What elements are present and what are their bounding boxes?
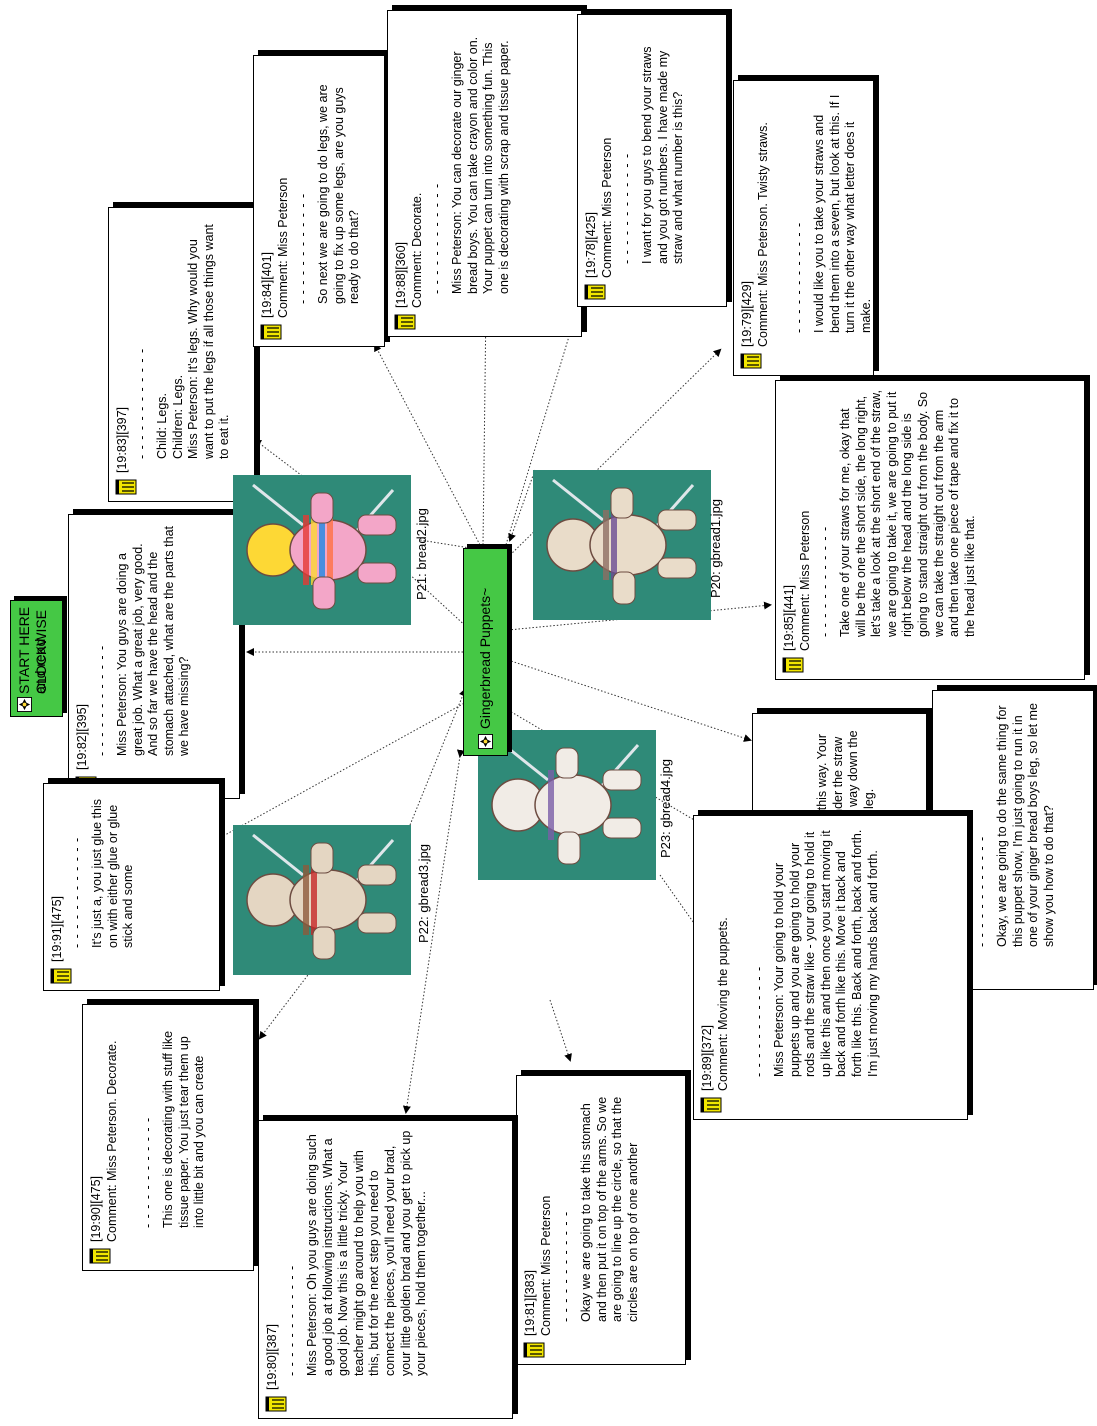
note-card-82: [19:82][395] - - - - - - - - - - - - Miss … [68,514,240,799]
note-body-text: Take one of your straws for me, okay tha… [838,390,977,637]
note-comment-label: Comment: Miss Peterson. Decorate. [105,1040,119,1242]
note-icon[interactable] [50,968,72,984]
note-comment-label: Comment: Miss Peterson. Twisty straws. [756,122,770,347]
note-card-88: [19:88][360]Comment: Decorate. - - - - - … [387,10,582,337]
note-separator: - - - - - - - - - - - - [430,182,444,294]
note-icon[interactable] [740,353,762,369]
note-timestamp: [19:79][429] [740,280,754,347]
note-card-80: [19:80][387] - - - - - - - - - - - - Miss … [258,1120,513,1419]
connector-line [402,749,465,1114]
map-node-icon [17,697,32,712]
note-timestamp: [19:89][372] [700,1024,714,1091]
note-separator: - - - - - - - - - - - - [792,221,806,333]
photo-caption: P23: gbread4.jpg [658,758,673,858]
photo-caption: P21: bread2.jpg [414,508,429,600]
note-separator: - - - - - - - - - - - - [620,152,634,264]
note-icon[interactable] [700,1097,722,1113]
note-separator: - - - - - - - - - - - - [285,1264,299,1376]
connector-line [374,343,487,553]
note-timestamp: [19:84][401] [260,251,274,318]
note-icon[interactable] [584,284,606,300]
note-separator: - - - - - - - - - - - - [95,644,109,756]
note-icon[interactable] [394,314,416,330]
connector-line [253,438,306,479]
central-topic-label: Gingerbread Puppets~ [477,587,493,729]
connector-line [501,654,752,742]
note-separator: - - - - - - - - - - - - [70,836,84,948]
note-comment-label: Comment: Decorate. [410,192,424,308]
connector-line [409,688,467,826]
note-card-91: [19:91][475] - - - - - - - - - - - - It's … [43,783,220,991]
note-body-text: Child: Legs. Children: Legs. Miss Peters… [155,224,232,459]
note-separator: - - - - - - - - - - - - [141,1116,155,1228]
note-timestamp: [19:83][397] [115,406,129,473]
map-node-icon [478,734,493,749]
note-body-text: Miss Peterson: You guys are doing a grea… [115,526,192,756]
note-body-text: Miss Peterson: Oh you guys are doing suc… [305,1130,429,1376]
note-body-text: It's just a, you just glue this on with … [90,799,136,948]
note-timestamp: [19:81][383] [523,1269,537,1336]
note-timestamp: [19:91][475] [50,895,64,962]
note-card-84: [19:84][401]Comment: Miss Peterson - - - … [253,55,385,347]
photo-caption: P22: gbread3.jpg [416,843,431,943]
note-separator: - - - - - - - - - - - - [752,965,766,1077]
connector-line [508,469,536,542]
connector-line [549,999,572,1062]
note-body-text: Miss Peterson: Your going to hold your p… [772,829,880,1077]
note-card-81: [19:81][383]Comment: Miss Peterson - - - … [516,1075,686,1365]
note-body-text: Okay, we are going to do the same thing … [995,703,1056,947]
note-comment-label: Comment: Miss Peterson [276,177,290,318]
note-body-text: I want for you guys to bend your straws … [640,46,686,264]
puppet-photo-bread2[interactable] [233,475,411,625]
note-icon[interactable] [89,1248,111,1264]
note-body-text: Miss Peterson: You can decorate our ging… [450,36,511,294]
note-card-90: [19:90][475]Comment: Miss Peterson. Deco… [82,1004,254,1271]
note-body-text: This one is decorating with stuff like t… [161,1030,207,1228]
note-icon[interactable] [260,324,282,340]
note-icon[interactable] [782,657,804,673]
start-label-line2: CLOCKWISE [33,609,49,694]
note-timestamp: [19:80][387] [265,1323,279,1390]
note-card-85: [19:85][441]Comment: Miss Peterson - - - … [775,380,1085,680]
note-card-89: [19:89][372]Comment: Moving the puppets.… [693,815,968,1120]
note-icon[interactable] [265,1396,287,1412]
note-card-83: [19:83][397] - - - - - - - - - - - - Child… [108,207,255,502]
note-separator: - - - - - - - - - - - - [975,835,989,947]
note-icon[interactable] [523,1342,545,1358]
note-body-text: I would like you to take your straws and… [812,94,873,333]
note-comment-label: Comment: Miss Peterson [539,1195,553,1336]
note-card-79: [19:79][429]Comment: Miss Peterson. Twis… [733,80,874,376]
connector-line [419,539,471,549]
note-separator: - - - - - - - - - - - - [296,192,310,304]
note-separator: - - - - - - - - - - - - [559,1210,573,1322]
note-comment-label: Comment: Miss Peterson [600,137,614,278]
note-separator: - - - - - - - - - - - - [135,347,149,459]
central-topic-node[interactable]: Gingerbread Puppets~ [463,548,508,756]
puppet-photo-gbread3[interactable] [233,825,411,975]
note-comment-label: Comment: Miss Peterson [798,510,812,651]
note-timestamp: [19:78][425] [584,211,598,278]
note-timestamp: [19:85][441] [782,584,796,651]
note-icon[interactable] [115,479,137,495]
note-comment-label: Comment: Moving the puppets. [716,917,730,1091]
note-timestamp: [19:82][395] [75,703,89,770]
note-timestamp: [19:90][475] [89,1175,103,1242]
note-timestamp: [19:88][360] [394,241,408,308]
note-separator: - - - - - - - - - - - - [818,525,832,637]
note-body-text: So next we are going to do legs, we are … [316,84,362,304]
connector-line [478,301,490,552]
note-body-text: Okay we are going to take this stomach a… [579,1096,640,1322]
puppet-photo-gbread1[interactable] [533,470,711,620]
note-card-78: [19:78][425]Comment: Miss Peterson - - - … [577,14,727,307]
photo-caption: P20: gbread1.jpg [708,498,723,598]
